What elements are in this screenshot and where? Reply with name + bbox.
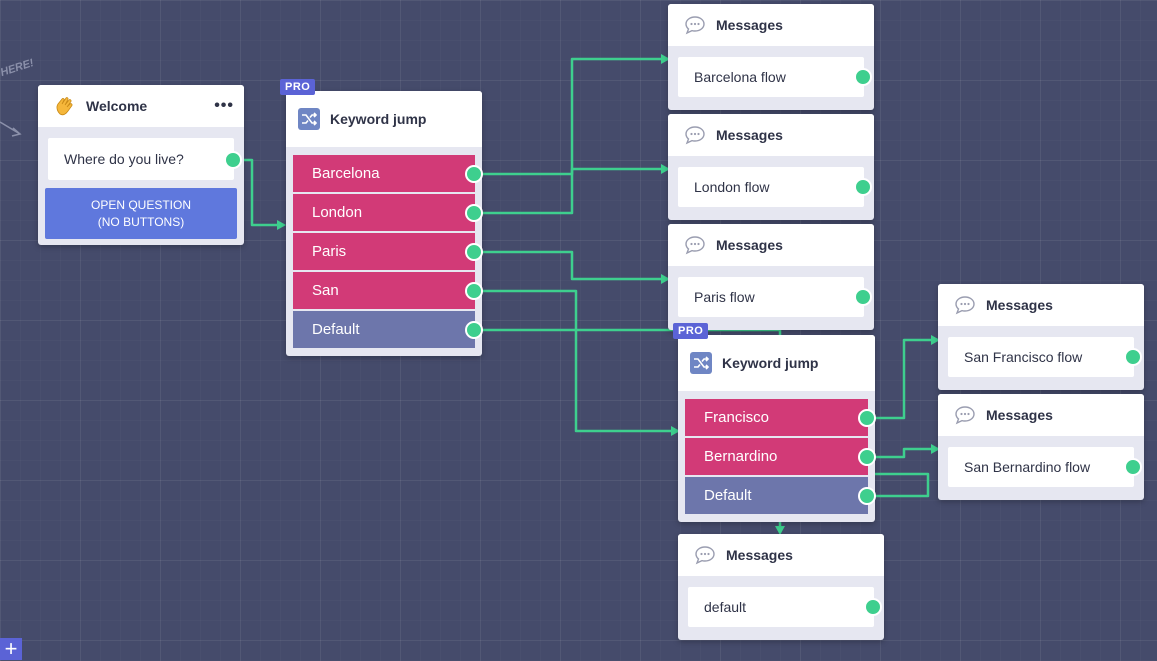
messages-header[interactable]: Messages <box>938 394 1144 436</box>
keyword-label: San <box>312 282 339 299</box>
output-port[interactable] <box>465 321 483 339</box>
messages-title: Messages <box>716 237 783 253</box>
keyword-jump-block-san[interactable]: Keyword jump Francisco Bernardino Defaul… <box>678 335 876 522</box>
speech-bubble-icon <box>954 294 976 316</box>
keyword-row-san[interactable]: San <box>293 272 483 309</box>
messages-header[interactable]: Messages <box>678 534 884 576</box>
wire-default2-loop <box>867 472 930 498</box>
speech-bubble-icon <box>684 234 706 256</box>
message-row[interactable]: London flow <box>678 167 872 207</box>
output-port[interactable] <box>465 204 483 222</box>
message-text: default <box>704 599 747 615</box>
wire-san <box>475 289 680 436</box>
wire-francisco <box>867 335 940 420</box>
keyword-label: Default <box>704 487 752 504</box>
output-port[interactable] <box>1124 458 1142 476</box>
keyword-row-default[interactable]: Default <box>293 311 483 348</box>
wire-paris <box>475 250 670 284</box>
message-text: San Bernardino flow <box>964 459 1091 475</box>
speech-bubble-icon <box>954 404 976 426</box>
messages-title: Messages <box>716 127 783 143</box>
output-port[interactable] <box>224 151 242 169</box>
shuffle-icon <box>690 352 712 374</box>
question-text: Where do you live? <box>64 151 184 167</box>
pro-badge: PRO <box>673 323 709 339</box>
question-row[interactable]: Where do you live? <box>48 138 242 180</box>
wire-barcelona <box>475 54 670 176</box>
speech-bubble-icon <box>684 124 706 146</box>
message-text: London flow <box>694 179 770 195</box>
welcome-block[interactable]: Welcome ••• Where do you live? OPEN QUES… <box>38 85 244 245</box>
welcome-header[interactable]: Welcome ••• <box>38 85 244 127</box>
keyword-jump-title: Keyword jump <box>330 111 427 127</box>
message-text: San Francisco flow <box>964 349 1083 365</box>
keyword-row-paris[interactable]: Paris <box>293 233 483 270</box>
no-buttons-label: (NO BUTTONS) <box>97 214 185 229</box>
output-port[interactable] <box>465 282 483 300</box>
more-options-icon[interactable]: ••• <box>214 97 234 114</box>
message-text: Paris flow <box>694 289 755 305</box>
keyword-label: Barcelona <box>312 165 380 182</box>
welcome-title: Welcome <box>86 98 148 114</box>
output-port[interactable] <box>858 487 876 505</box>
open-question-button[interactable]: OPEN QUESTION (NO BUTTONS) <box>45 188 237 239</box>
output-port[interactable] <box>864 598 882 616</box>
messages-block-paris[interactable]: Messages Paris flow <box>668 224 874 330</box>
messages-header[interactable]: Messages <box>938 284 1144 326</box>
add-block-button[interactable]: + <box>0 638 22 660</box>
message-row[interactable]: San Bernardino flow <box>948 447 1142 487</box>
keyword-label: Paris <box>312 243 347 260</box>
keyword-row-francisco[interactable]: Francisco <box>685 399 876 436</box>
keyword-row-default[interactable]: Default <box>685 477 876 514</box>
output-port[interactable] <box>465 165 483 183</box>
messages-block-default[interactable]: Messages default <box>678 534 884 640</box>
messages-title: Messages <box>986 407 1053 423</box>
messages-title: Messages <box>986 297 1053 313</box>
messages-block-barcelona[interactable]: Messages Barcelona flow <box>668 4 874 110</box>
messages-title: Messages <box>716 17 783 33</box>
messages-header[interactable]: Messages <box>668 224 874 266</box>
keyword-row-barcelona[interactable]: Barcelona <box>293 155 483 192</box>
keyword-jump-header[interactable]: Keyword jump <box>678 335 875 391</box>
annotation-text: HERE! <box>0 57 36 79</box>
pro-badge: PRO <box>280 79 316 95</box>
message-text: Barcelona flow <box>694 69 786 85</box>
wire-bernardino <box>867 444 940 459</box>
messages-block-san-francisco[interactable]: Messages San Francisco flow <box>938 284 1144 390</box>
output-port[interactable] <box>854 288 872 306</box>
message-row[interactable]: Paris flow <box>678 277 872 317</box>
keyword-jump-header[interactable]: Keyword jump <box>286 91 482 147</box>
messages-block-san-bernardino[interactable]: Messages San Bernardino flow <box>938 394 1144 500</box>
open-question-label: OPEN QUESTION <box>90 197 191 212</box>
output-port[interactable] <box>1124 348 1142 366</box>
keyword-jump-title: Keyword jump <box>722 355 819 371</box>
message-row[interactable]: default <box>688 587 882 627</box>
wire-london <box>475 164 670 215</box>
messages-header[interactable]: Messages <box>668 114 874 156</box>
messages-block-london[interactable]: Messages London flow <box>668 114 874 220</box>
output-port[interactable] <box>854 178 872 196</box>
annotation-arrow <box>0 121 22 137</box>
messages-header[interactable]: Messages <box>668 4 874 46</box>
keyword-jump-block[interactable]: Keyword jump Barcelona London Paris San … <box>286 91 483 356</box>
keyword-label: Default <box>312 321 360 338</box>
speech-bubble-icon <box>684 14 706 36</box>
waving-hand-icon <box>54 95 76 117</box>
keyword-row-bernardino[interactable]: Bernardino <box>685 438 876 475</box>
keyword-label: Bernardino <box>704 448 778 465</box>
keyword-row-london[interactable]: London <box>293 194 483 231</box>
keyword-label: Francisco <box>704 409 770 426</box>
keyword-label: London <box>312 204 363 221</box>
output-port[interactable] <box>465 243 483 261</box>
output-port[interactable] <box>854 68 872 86</box>
message-row[interactable]: Barcelona flow <box>678 57 872 97</box>
speech-bubble-icon <box>694 544 716 566</box>
messages-title: Messages <box>726 547 793 563</box>
output-port[interactable] <box>858 448 876 466</box>
shuffle-icon <box>298 108 320 130</box>
output-port[interactable] <box>858 409 876 427</box>
message-row[interactable]: San Francisco flow <box>948 337 1142 377</box>
